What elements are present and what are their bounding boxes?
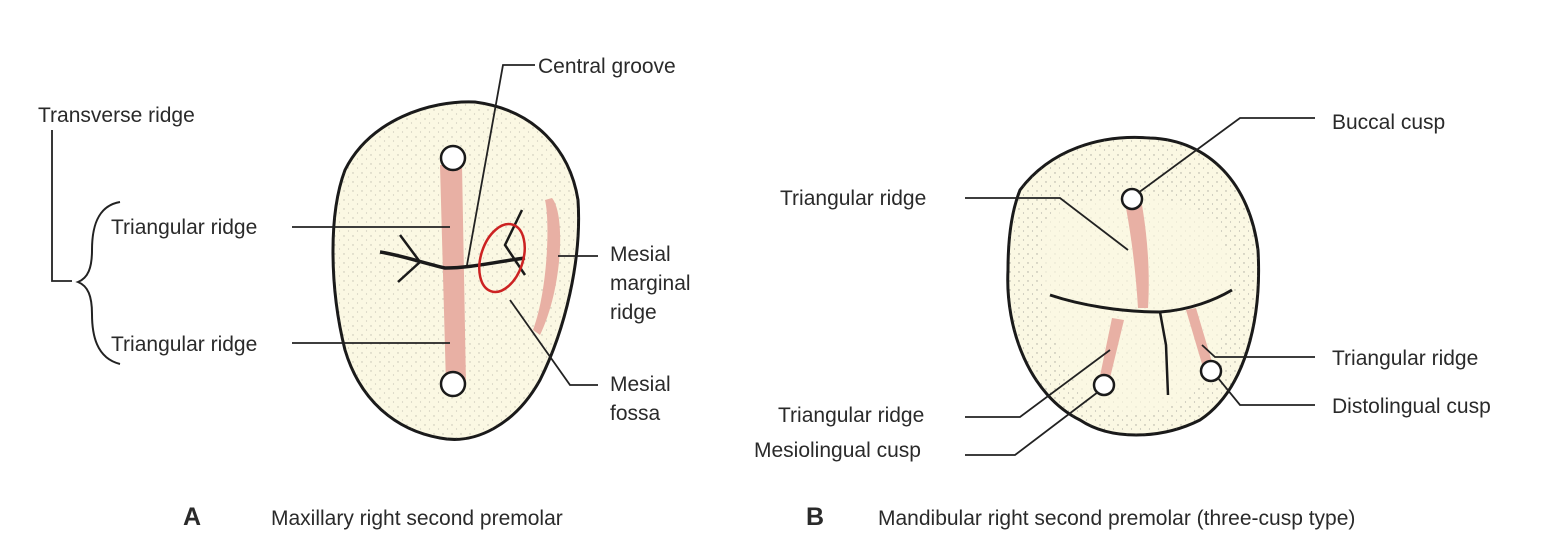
groove-branch (397, 209, 527, 283)
label-mesial-marginal-ridge-line1: Mesial (610, 243, 671, 266)
label-triangular-ridge-buccal: Triangular ridge (780, 187, 926, 210)
leader-mesiolingual-cusp (965, 391, 1099, 456)
panel-a: Central groove Transverse ridge Triangul… (38, 55, 691, 531)
label-mesial-fossa-line2: fossa (610, 402, 661, 425)
triangular-ridge-highlight-a (440, 165, 466, 385)
leader-central-groove (466, 64, 535, 266)
label-buccal-cusp: Buccal cusp (1332, 111, 1445, 134)
leader-buccal-cusp (1137, 117, 1315, 194)
triangular-ridges-brace (75, 201, 121, 365)
label-mesial-marginal-ridge-line2: marginal (610, 272, 691, 295)
distolingual-cusp-tip (1199, 359, 1223, 383)
label-mesiolingual-cusp: Mesiolingual cusp (754, 439, 921, 462)
label-triangular-ridge-upper: Triangular ridge (111, 216, 257, 239)
panel-a-letter: A (183, 503, 201, 531)
lingual-cusp-tip-a (439, 370, 467, 398)
buccal-cusp-tip-a (439, 144, 467, 172)
panel-b-caption: Mandibular right second premolar (three-… (878, 507, 1355, 530)
leader-triangular-ridge-buccal (965, 197, 1129, 251)
transverse-ridge-bracket (51, 130, 72, 282)
label-mesial-fossa-line1: Mesial (610, 373, 671, 396)
label-transverse-ridge: Transverse ridge (38, 104, 195, 127)
panel-b-letter: B (806, 503, 824, 531)
central-groove-b (1049, 288, 1233, 314)
mesiolingual-triangular-ridge-highlight (1100, 318, 1124, 378)
lingual-groove-b (1158, 311, 1170, 396)
panel-b: Buccal cusp Triangular ridge Triangular … (754, 111, 1491, 531)
leader-distolingual-cusp (1217, 377, 1315, 406)
leader-triangular-ridge-mesiolingual (965, 349, 1111, 418)
mesial-marginal-ridge-highlight (533, 198, 561, 335)
label-central-groove: Central groove (538, 55, 676, 78)
buccal-cusp-tip-b (1120, 187, 1144, 211)
label-distolingual-cusp: Distolingual cusp (1332, 395, 1491, 418)
buccal-triangular-ridge-highlight (1126, 205, 1149, 308)
panel-a-caption: Maxillary right second premolar (271, 507, 563, 530)
label-mesial-marginal-ridge-line3: ridge (610, 301, 657, 324)
distolingual-triangular-ridge-highlight (1186, 308, 1212, 364)
label-triangular-ridge-distolingual: Triangular ridge (1332, 347, 1478, 370)
central-groove-fissure (379, 250, 526, 270)
label-triangular-ridge-lower: Triangular ridge (111, 333, 257, 356)
mesial-fossa-ring (478, 222, 526, 294)
label-triangular-ridge-mesiolingual: Triangular ridge (778, 404, 924, 427)
mesiolingual-cusp-tip (1092, 373, 1116, 397)
occlusal-table-b (1041, 196, 1229, 414)
leader-triangular-ridge-distolingual (1201, 344, 1315, 358)
leader-mesial-fossa (509, 299, 598, 386)
